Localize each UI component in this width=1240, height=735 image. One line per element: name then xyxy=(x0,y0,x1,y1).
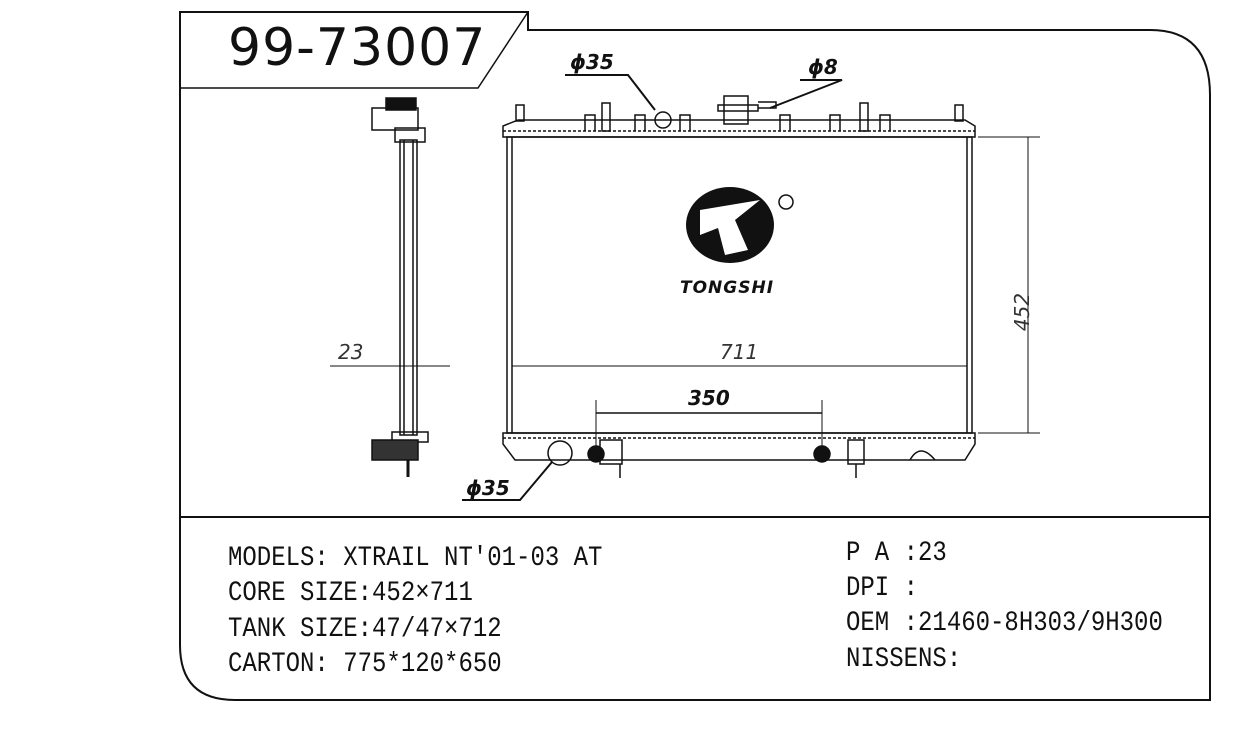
top-pipe-diameter: ϕ35 xyxy=(570,50,614,74)
spec-dpi: DPI : xyxy=(846,573,919,605)
bottom-outlet-pipe xyxy=(547,440,573,466)
tongshi-logo xyxy=(686,187,794,263)
bottom-pipe-diameter: ϕ35 xyxy=(466,476,510,500)
drawing-frame xyxy=(179,11,1211,701)
spec-tank-size: TANK SIZE:47/47×712 xyxy=(228,614,502,646)
title-tab xyxy=(180,11,529,89)
spec-nissens: NISSENS: xyxy=(846,644,962,676)
vent-pipe-diameter: ϕ8 xyxy=(808,55,838,79)
spec-pa: P A :23 xyxy=(846,538,947,570)
spec-oem: OEM :21460-8H303/9H300 xyxy=(846,608,1163,640)
spec-core-size: CORE SIZE:452×711 xyxy=(228,578,473,610)
spec-models: MODELS: XTRAIL NT'01-03 AT xyxy=(228,543,603,575)
width-dimension: 711 xyxy=(720,340,759,364)
bottom-tank xyxy=(502,432,976,461)
spec-carton: CARTON: 775*120*650 xyxy=(228,649,502,681)
top-tank xyxy=(502,119,976,138)
part-number: 99-73007 xyxy=(228,18,487,78)
radiator-front-view xyxy=(502,95,976,478)
pipe-spacing-dimension: 350 xyxy=(688,386,730,410)
top-inlet-pipe xyxy=(654,111,672,129)
dimension-lines xyxy=(462,74,1040,501)
height-dimension: 452 xyxy=(1010,292,1035,332)
filler-cap xyxy=(723,95,749,125)
thickness-dimension: 23 xyxy=(338,340,364,364)
side-view xyxy=(330,97,450,477)
brand-name: TONGSHI xyxy=(680,278,775,298)
